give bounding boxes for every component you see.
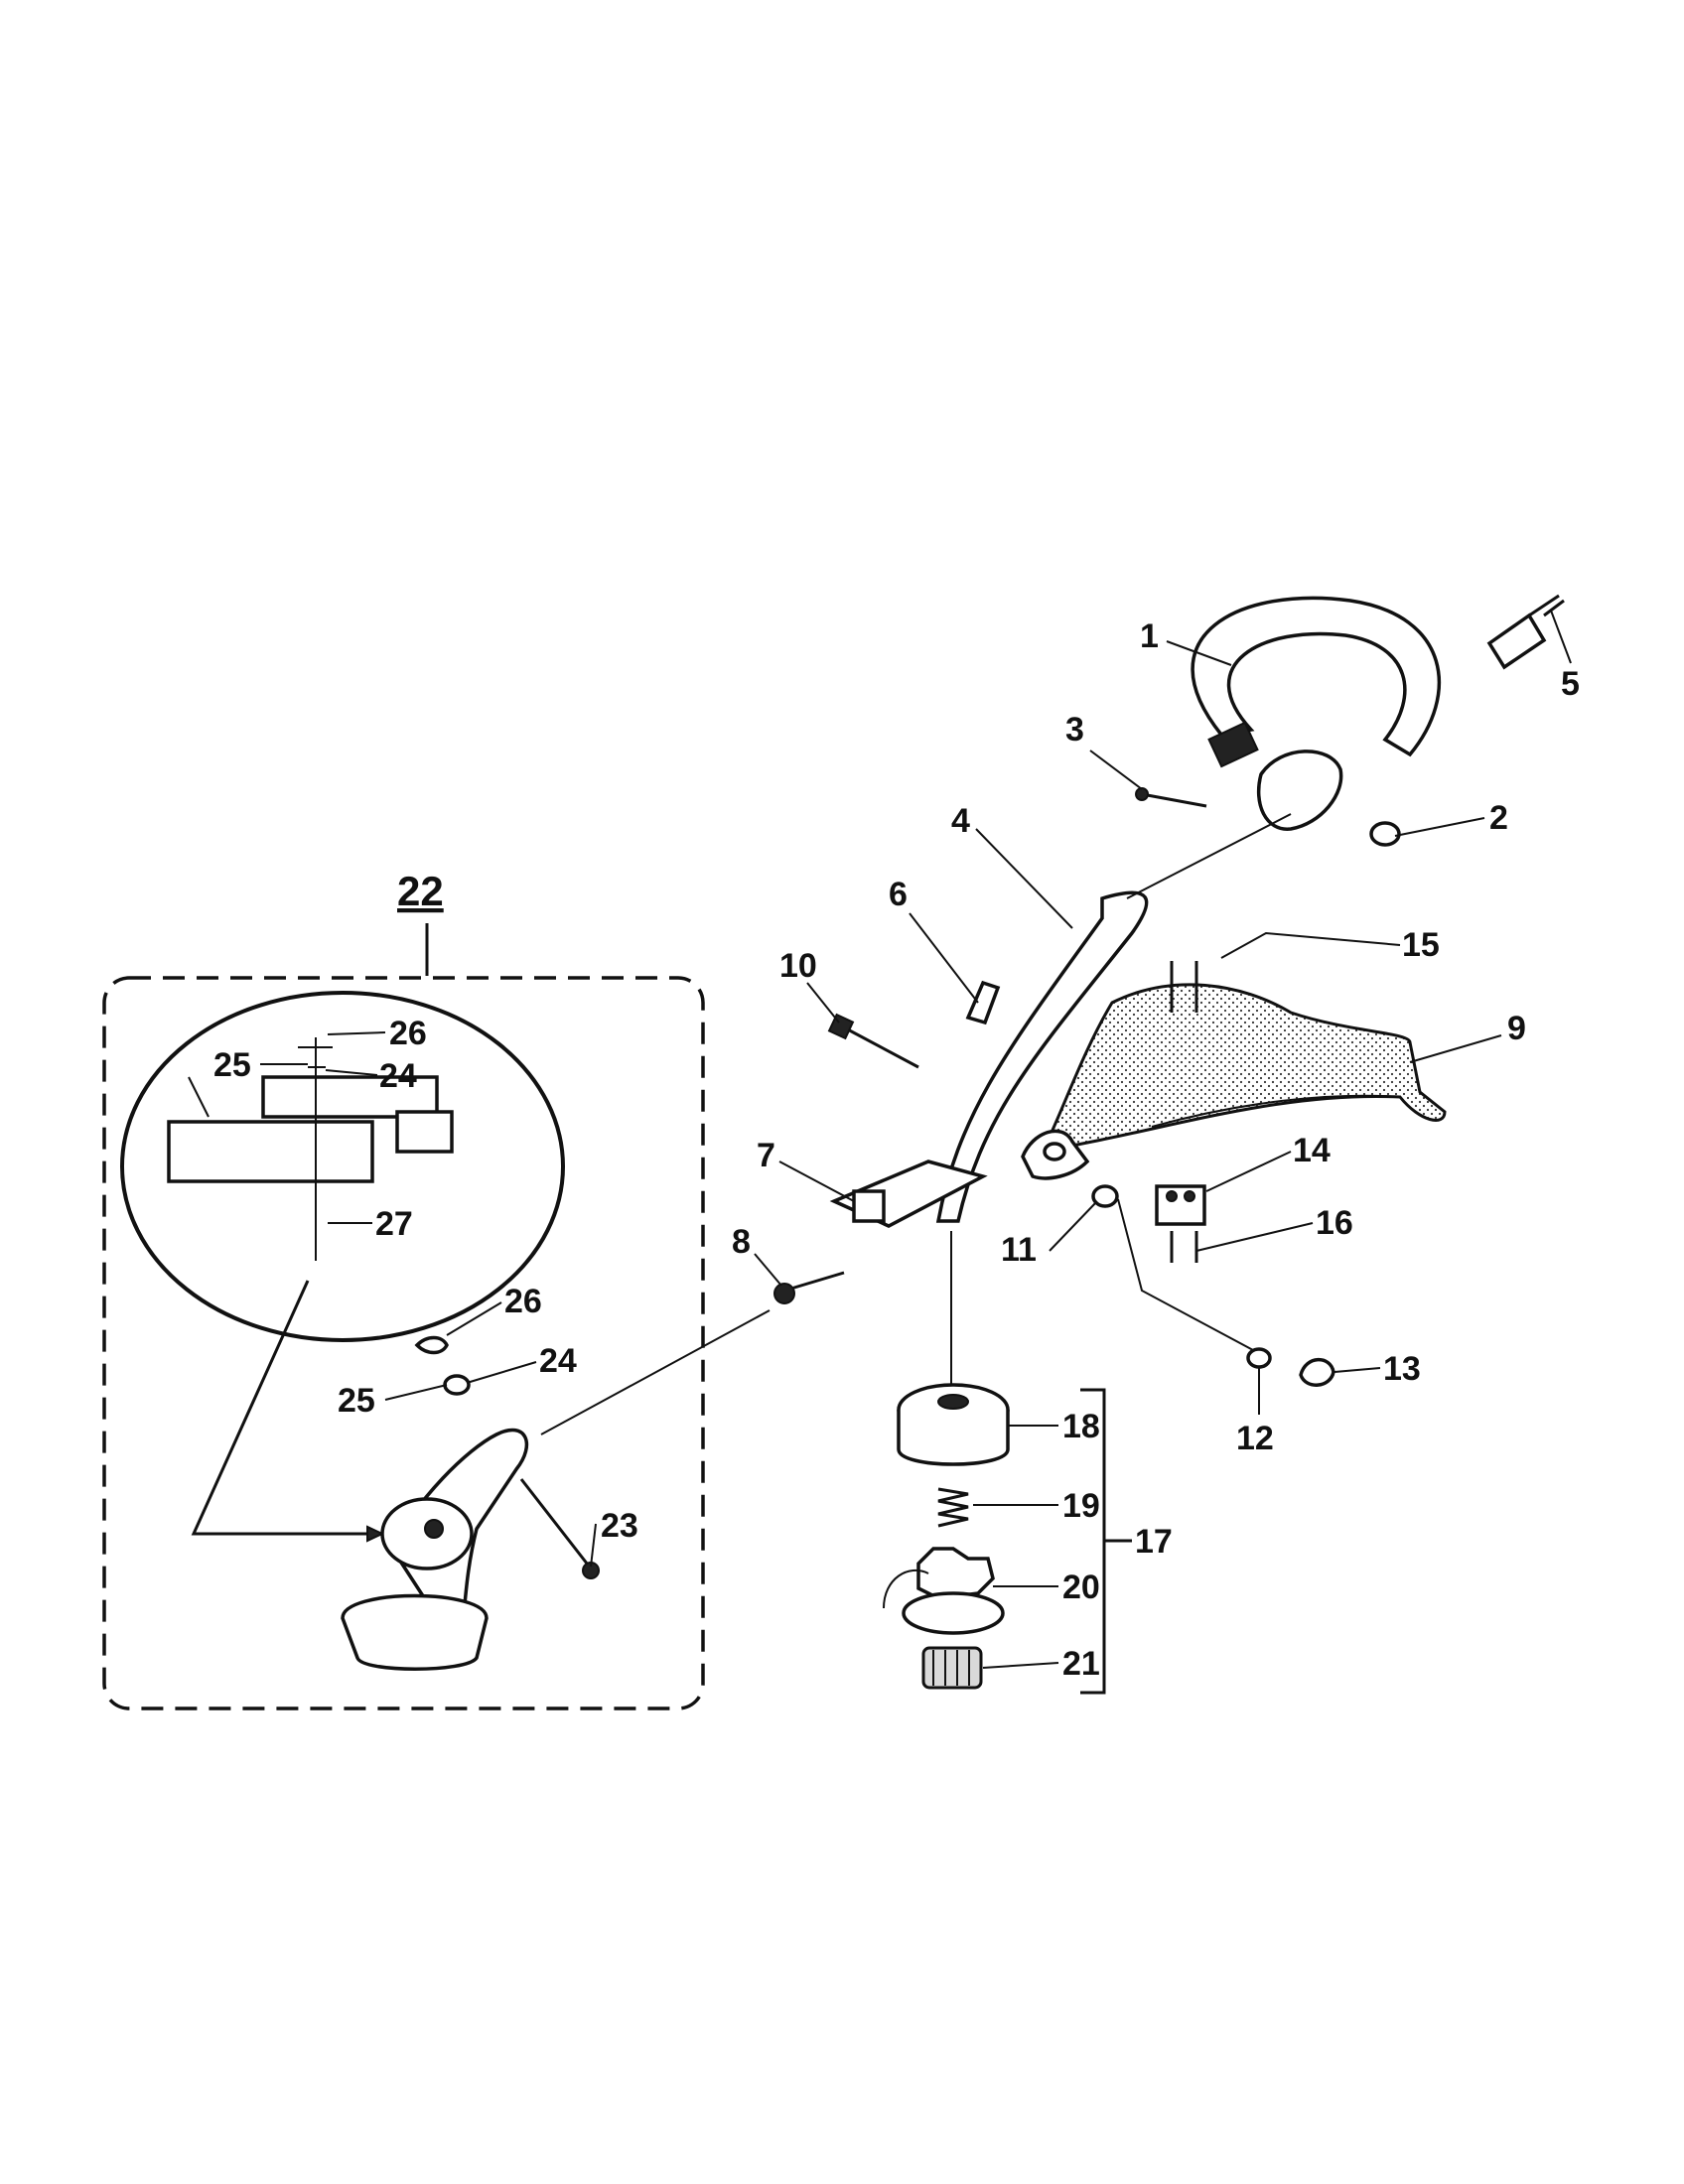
- handle-bolt-part: [1141, 792, 1207, 808]
- callout-7: 7: [757, 1137, 775, 1174]
- spool-housing-part: [897, 1383, 1010, 1466]
- callout-26-detail: 26: [389, 1015, 427, 1052]
- detail-ellipse: [120, 991, 565, 1342]
- callout-9: 9: [1507, 1010, 1526, 1047]
- edger-assembly-part: [341, 1428, 528, 1671]
- guard-part: [1040, 983, 1447, 1155]
- loop-handle-part: [1191, 596, 1441, 831]
- callout-19: 19: [1062, 1487, 1100, 1525]
- kit-box: [102, 976, 705, 1710]
- callout-26-kit: 26: [504, 1283, 542, 1320]
- shaft-part: [935, 890, 1149, 1223]
- callout-25-detail: 25: [213, 1046, 251, 1084]
- callout-4: 4: [951, 802, 970, 840]
- callout-2: 2: [1489, 799, 1508, 837]
- callout-13: 13: [1383, 1350, 1421, 1388]
- callout-24-kit: 24: [539, 1342, 577, 1380]
- callout-22: 22: [397, 868, 444, 914]
- callout-5: 5: [1561, 665, 1580, 703]
- inner-reel-part: [883, 1547, 1005, 1635]
- callout-10: 10: [779, 947, 817, 985]
- callout-3: 3: [1065, 711, 1084, 749]
- callout-20: 20: [1062, 1569, 1100, 1606]
- kit-bolt-part: [519, 1478, 593, 1570]
- kit-washer-part: [443, 1374, 471, 1396]
- spring-part: [937, 1487, 969, 1528]
- callout-16: 16: [1316, 1204, 1353, 1242]
- kit-wingnut-part: [414, 1335, 449, 1355]
- block-part: [1155, 1184, 1206, 1226]
- long-bolt-part: [843, 1025, 919, 1069]
- label-part: [965, 980, 1001, 1025]
- callout-1: 1: [1140, 617, 1159, 655]
- screw-part: [783, 1271, 845, 1293]
- washer-part: [1091, 1184, 1119, 1208]
- callout-6: 6: [889, 876, 908, 913]
- callout-15: 15: [1402, 926, 1440, 964]
- callout-25-kit: 25: [338, 1382, 375, 1420]
- knob-part: [1299, 1357, 1335, 1387]
- callout-14: 14: [1293, 1132, 1331, 1169]
- wing-nut-part: [1369, 821, 1401, 847]
- callout-17: 17: [1135, 1523, 1173, 1561]
- callout-23: 23: [601, 1507, 638, 1545]
- detail-bracket: [167, 1037, 454, 1261]
- callout-27: 27: [375, 1205, 413, 1243]
- nut-part: [1246, 1347, 1272, 1369]
- bump-knob-part: [921, 1646, 983, 1690]
- plug-part: [1486, 594, 1565, 670]
- callout-12: 12: [1236, 1420, 1274, 1457]
- callout-24-detail: 24: [379, 1057, 417, 1095]
- callout-21: 21: [1062, 1645, 1100, 1683]
- callout-18: 18: [1062, 1408, 1100, 1445]
- callout-11: 11: [1001, 1231, 1037, 1269]
- leader-lines: [260, 610, 1572, 1669]
- callout-8: 8: [732, 1223, 751, 1261]
